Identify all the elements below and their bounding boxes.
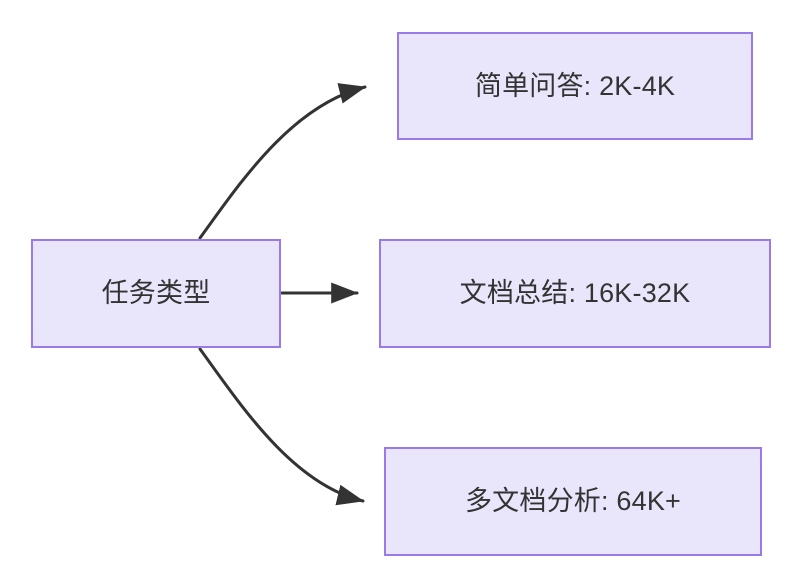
edge-root-to-multi-doc bbox=[198, 347, 365, 506]
node-task-type-label: 任务类型 bbox=[101, 278, 211, 308]
node-task-type[interactable]: 任务类型 bbox=[31, 239, 281, 348]
node-doc-summary-label: 文档总结: 16K-32K bbox=[459, 278, 691, 308]
node-doc-summary[interactable]: 文档总结: 16K-32K bbox=[379, 239, 771, 348]
edge-root-to-simple-qa bbox=[198, 83, 367, 240]
node-simple-qa[interactable]: 简单问答: 2K-4K bbox=[397, 32, 753, 140]
node-multi-doc-label: 多文档分析: 64K+ bbox=[464, 486, 681, 516]
node-multi-doc[interactable]: 多文档分析: 64K+ bbox=[384, 447, 762, 556]
node-simple-qa-label: 简单问答: 2K-4K bbox=[474, 70, 676, 101]
